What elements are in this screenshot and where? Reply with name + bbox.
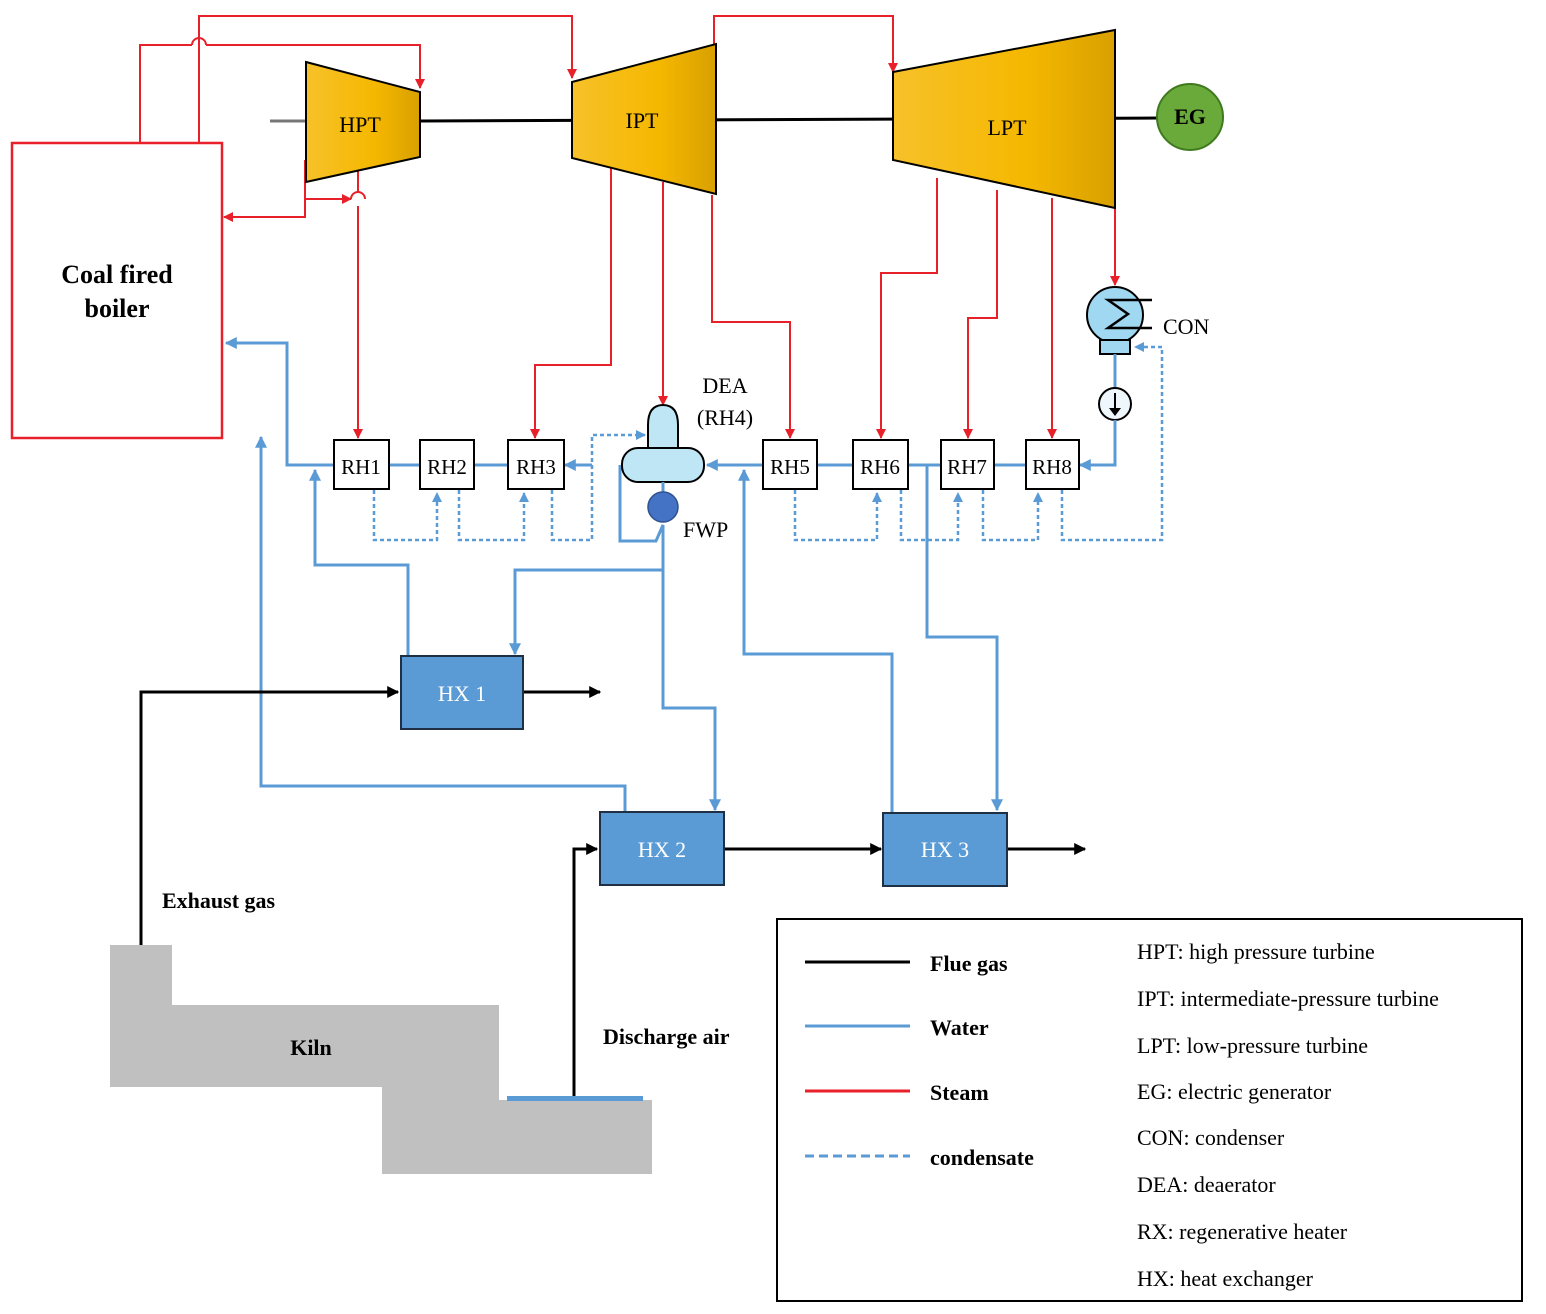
rh6-label: RH6 xyxy=(860,455,900,479)
legend-steam: Steam xyxy=(930,1080,989,1105)
rh2-box xyxy=(419,439,475,490)
condensate-lines xyxy=(372,342,1164,542)
rh8-box xyxy=(1025,439,1080,490)
ipt-label: IPT xyxy=(626,108,660,133)
flue-gas-lines xyxy=(139,686,1087,1096)
rh3-box xyxy=(507,439,565,490)
condenser-base xyxy=(1099,339,1131,355)
cond-rh2-rh3 xyxy=(457,490,529,542)
coal-boiler xyxy=(10,141,224,440)
dea-label: DEA xyxy=(702,373,747,398)
hx1-box xyxy=(400,655,524,730)
water-hx1-to-rh1 xyxy=(309,468,410,656)
abbr-ipt: IPT: intermediate-pressure turbine xyxy=(1137,986,1439,1011)
water-hx2-to-boilerline xyxy=(255,435,627,812)
dea-dome xyxy=(647,403,679,453)
abbr-hx: HX: heat exchanger xyxy=(1137,1266,1314,1291)
dea-tank xyxy=(621,447,705,483)
cond-rh8-con xyxy=(1060,342,1164,542)
regenerative-heaters: RH1 RH2 RH3 RH5 RH6 RH7 RH8 xyxy=(333,439,1080,490)
hx3-box xyxy=(882,812,1008,887)
hpt-label: HPT xyxy=(339,112,381,137)
flue-discharge-to-hx2 xyxy=(572,843,599,1096)
cond-rh6-rh7 xyxy=(899,490,963,542)
abbr-eg: EG: electric generator xyxy=(1137,1079,1332,1104)
rh8-label: RH8 xyxy=(1032,455,1072,479)
legend-box xyxy=(776,918,1523,1302)
rh7-box xyxy=(940,439,995,490)
water-rh1-to-boiler xyxy=(224,337,333,467)
deaerator xyxy=(621,403,705,483)
legend-flue-gas: Flue gas xyxy=(930,951,1008,976)
feedwater-pump xyxy=(647,491,679,523)
cond-rh3-dea xyxy=(550,430,646,542)
rh5-label: RH5 xyxy=(770,455,810,479)
steam-hpt-inlet xyxy=(206,44,425,89)
water-lines xyxy=(224,337,1117,813)
steam-boiler-to-hpt xyxy=(139,44,192,143)
hx2-label: HX 2 xyxy=(638,837,686,862)
hx2-box xyxy=(599,811,725,886)
rh1-box xyxy=(333,439,390,490)
lpt-label: LPT xyxy=(987,115,1027,140)
electric-generator xyxy=(1156,83,1224,151)
rh1-label: RH1 xyxy=(341,455,381,479)
steam-boiler-to-ipt xyxy=(198,15,577,143)
kiln-outlet-plate xyxy=(507,1096,643,1101)
hx3-label: HX 3 xyxy=(921,837,969,862)
steam-lpt-rh7 xyxy=(963,190,998,439)
cond-rh1-rh2 xyxy=(372,490,442,542)
dea-sub-label: (RH4) xyxy=(697,405,753,430)
steam-ipt-rh5 xyxy=(711,195,795,439)
water-hx3-to-rh5line xyxy=(738,468,894,813)
steam-ipt-to-lpt xyxy=(713,15,898,73)
condenser xyxy=(1086,286,1152,355)
boiler-label: Coal fired boiler xyxy=(61,260,173,323)
rh6-box xyxy=(852,439,909,490)
ipt-turbine xyxy=(571,42,717,196)
water-fwp-to-hx2 xyxy=(661,570,721,812)
rh3-label: RH3 xyxy=(516,455,556,479)
steam-hop-2 xyxy=(350,191,366,200)
cond-rh5-rh6 xyxy=(793,490,882,542)
hx1-label: HX 1 xyxy=(438,681,486,706)
discharge-air-label: Discharge air xyxy=(603,1024,730,1049)
rh5-box xyxy=(762,439,818,490)
boiler-label-line1: Coal fired xyxy=(61,260,173,289)
eg-label: EG xyxy=(1174,104,1206,129)
con-label: CON xyxy=(1163,314,1210,339)
water-pump-to-rh8 xyxy=(1078,420,1117,471)
cond-rh7-rh8 xyxy=(981,490,1043,542)
abbr-hpt: HPT: high pressure turbine xyxy=(1137,939,1375,964)
abbr-lpt: LPT: low-pressure turbine xyxy=(1137,1033,1368,1058)
legend: Flue gas Water Steam condensate HPT: hig… xyxy=(776,918,1523,1302)
fwp-label: FWP xyxy=(683,517,728,542)
steam-ipt-rh3 xyxy=(530,168,612,439)
condenser-body xyxy=(1086,286,1144,344)
steam-lpt-rh6 xyxy=(876,178,938,439)
abbr-con: CON: condenser xyxy=(1137,1125,1285,1150)
abbr-dea: DEA: deaerator xyxy=(1137,1172,1276,1197)
rh2-label: RH2 xyxy=(427,455,467,479)
pump-arrow-head xyxy=(1109,408,1121,416)
lpt-turbine xyxy=(892,28,1116,210)
flue-exhaust-to-hx1 xyxy=(139,686,400,945)
abbr-rx: RX: regenerative heater xyxy=(1137,1219,1348,1244)
kiln-shape xyxy=(110,945,652,1174)
condenser-coil xyxy=(1104,298,1152,330)
boiler-label-line2: boiler xyxy=(85,294,150,323)
water-fwp-to-hx1 xyxy=(509,568,663,656)
rh7-label: RH7 xyxy=(947,455,987,479)
legend-condensate: condensate xyxy=(930,1145,1034,1170)
water-rh7line-to-hx3 xyxy=(925,465,1003,812)
steam-hpt-return xyxy=(223,160,306,222)
exhaust-gas-label: Exhaust gas xyxy=(162,888,276,913)
hpt-turbine xyxy=(305,60,421,184)
legend-water: Water xyxy=(930,1015,989,1040)
kiln-label: Kiln xyxy=(290,1035,332,1060)
